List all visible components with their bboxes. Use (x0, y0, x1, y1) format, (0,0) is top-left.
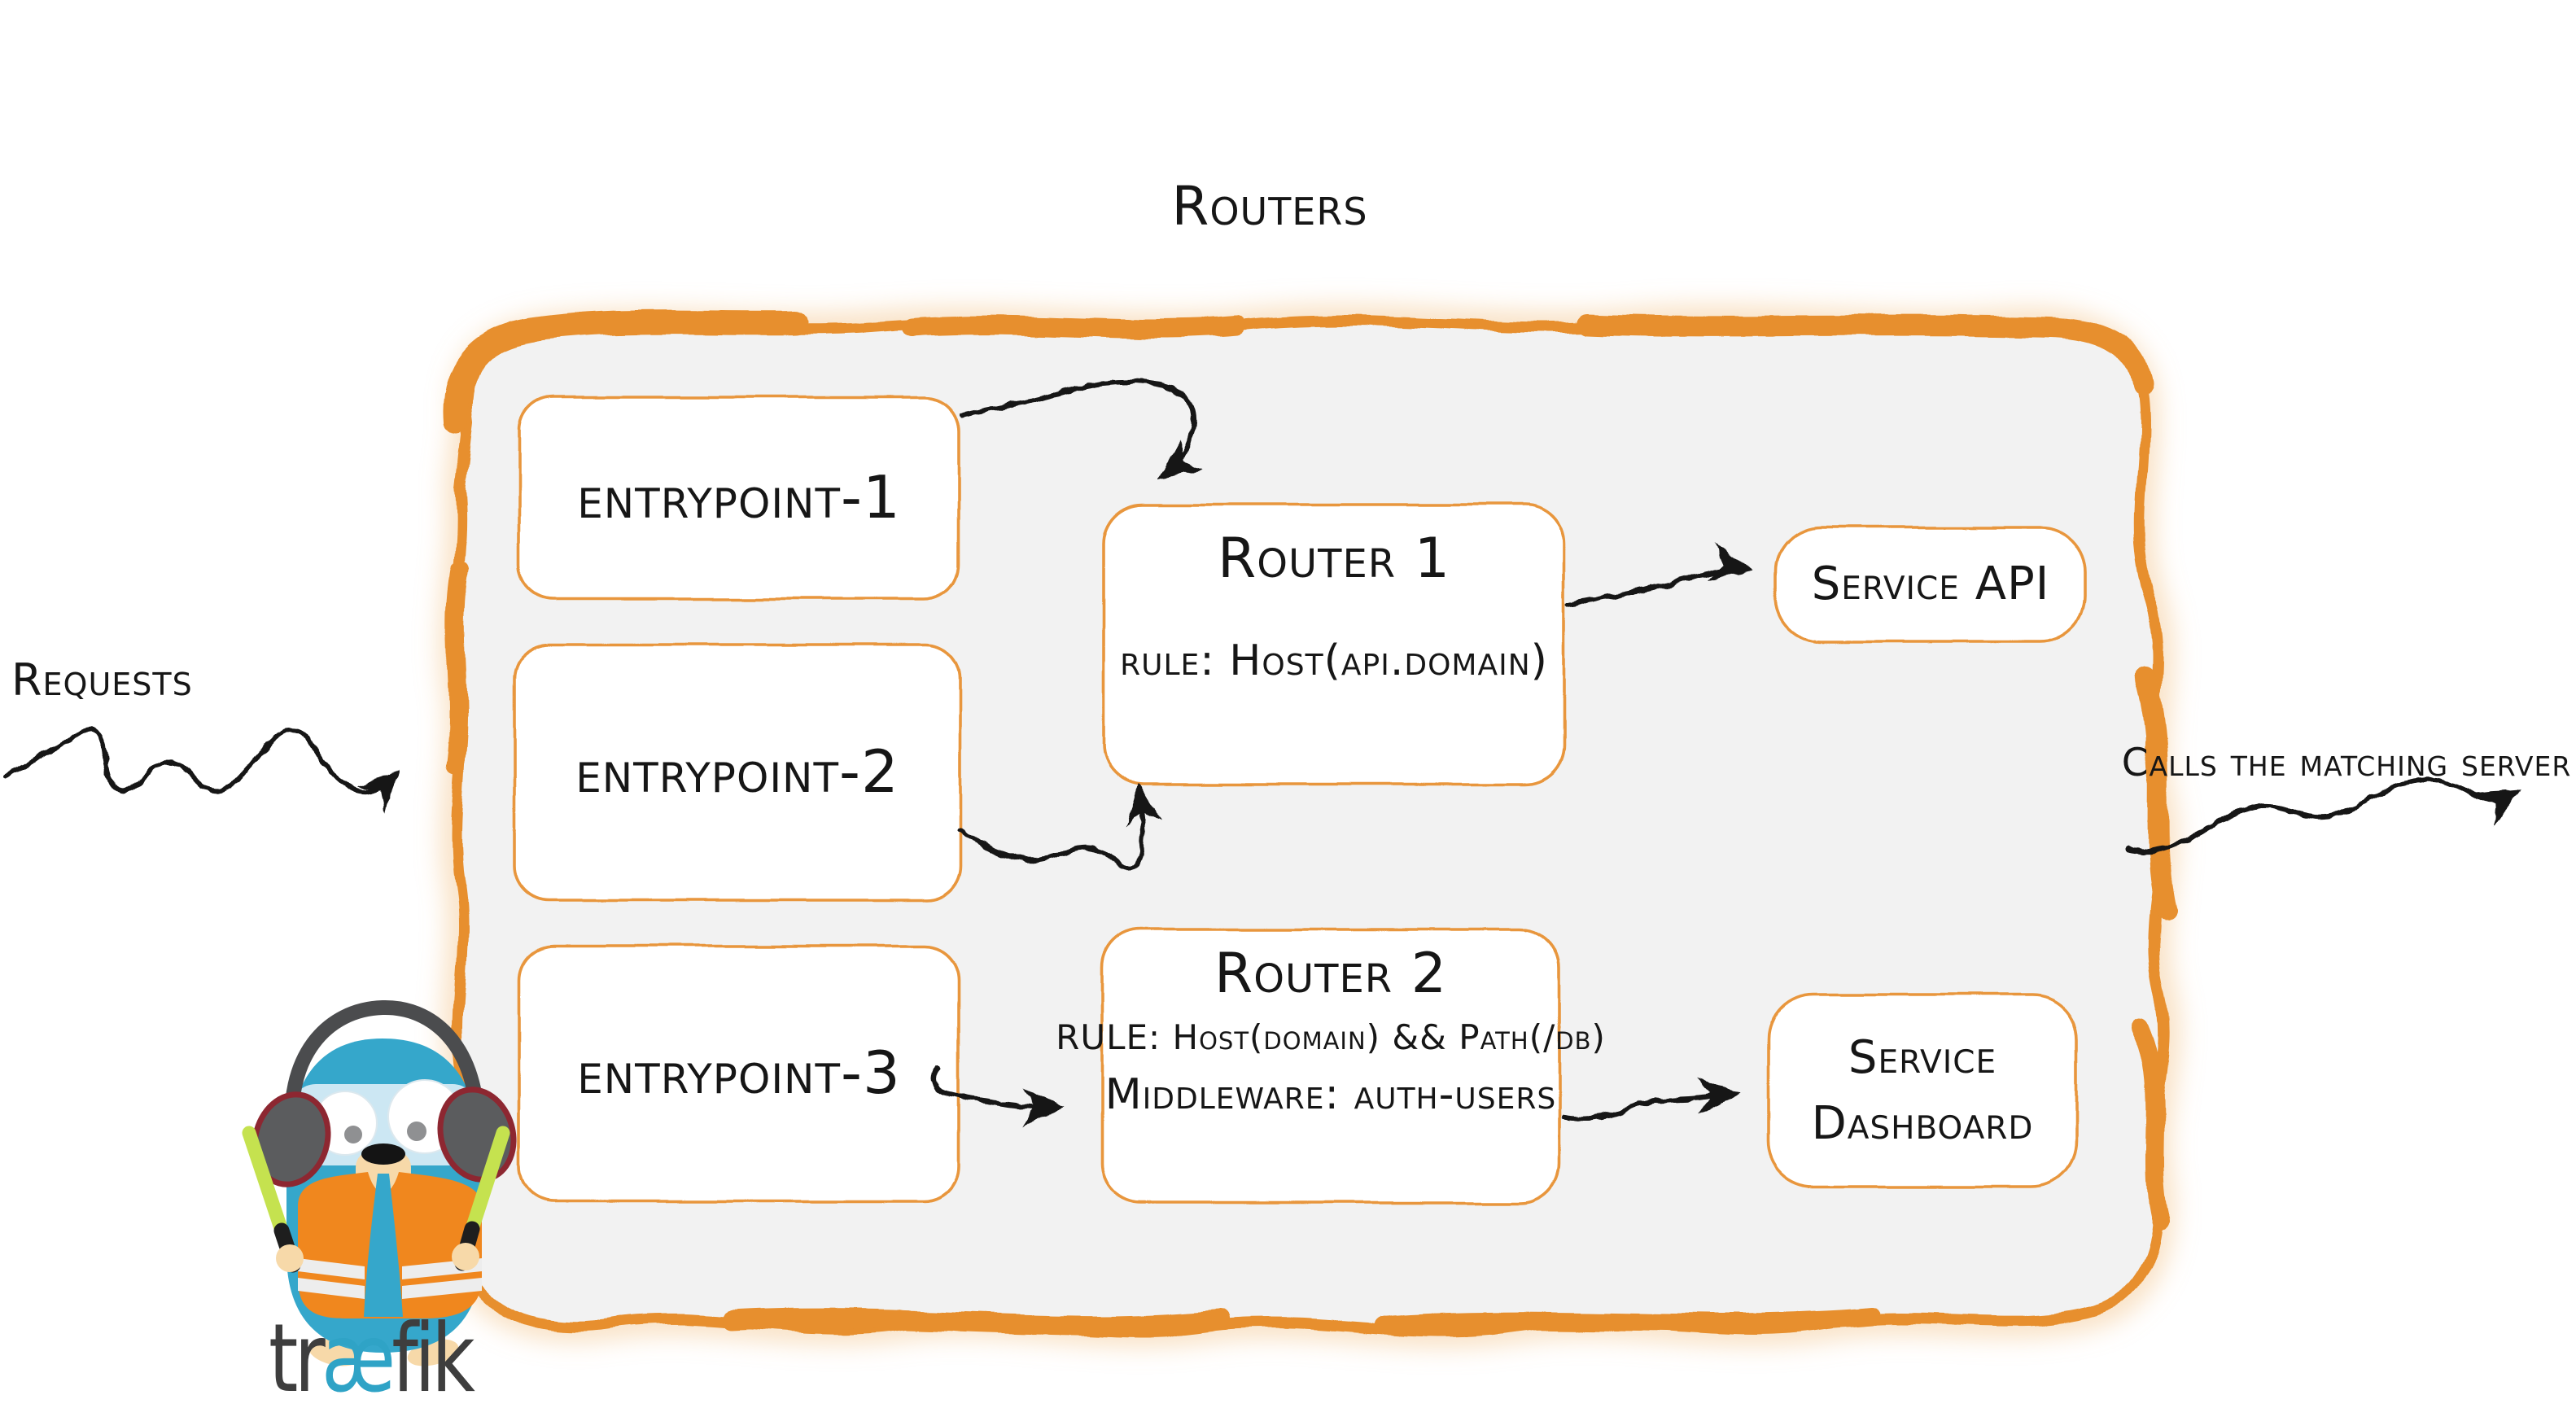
marshalling-wand-icon (452, 1126, 510, 1271)
arrow-router1-to-service-api (1565, 543, 1752, 606)
arrow-entrypoint1-to-router1 (960, 378, 1204, 479)
gopher-pupil (344, 1126, 362, 1143)
router-1-box (1102, 503, 1566, 786)
traefik-gopher-logo (242, 999, 517, 1366)
router-2-box (1100, 928, 1561, 1205)
service-dashboard-box (1766, 993, 2079, 1188)
arrow-router2-to-service-dashboard (1560, 1077, 1740, 1121)
container-brush-strokes (443, 309, 2176, 1335)
gopher-nose (361, 1143, 405, 1165)
headphones-band-icon (284, 999, 485, 1148)
entrypoint-2-box (513, 643, 962, 902)
entrypoint-3-box (518, 944, 960, 1203)
headphone-cup-icon (251, 1091, 331, 1187)
arrow-calls-out (2125, 776, 2521, 854)
arrow-entrypoint2-to-router1 (958, 783, 1164, 872)
entrypoint-1-box (518, 396, 960, 601)
service-api-box (1774, 526, 2087, 643)
arrow-requests-in (2, 728, 400, 814)
arrow-entrypoint3-to-router2 (931, 1065, 1065, 1127)
gopher-pupil (407, 1122, 426, 1141)
gopher-vest-opening (364, 1174, 403, 1317)
marshalling-wand-icon (242, 1126, 304, 1273)
